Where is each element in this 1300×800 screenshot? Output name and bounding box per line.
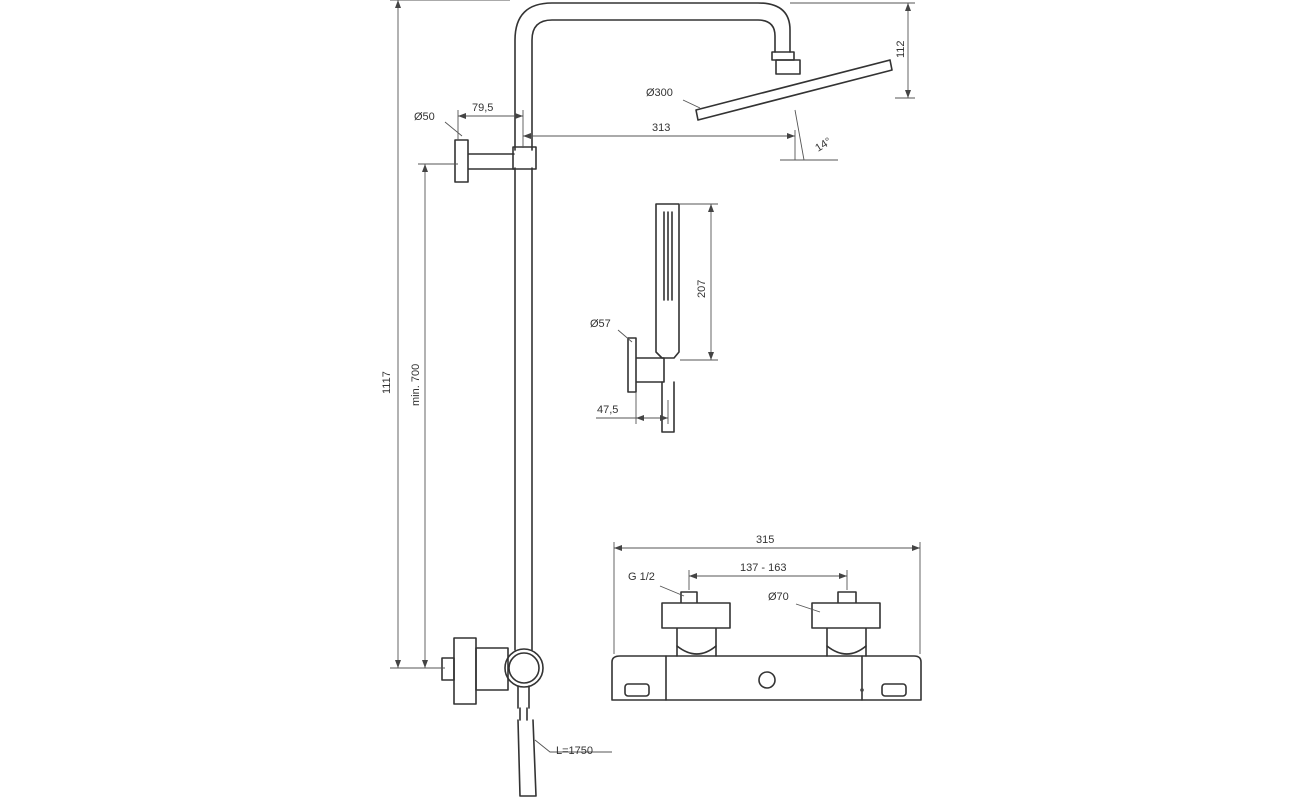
- label-valve-width: 315: [756, 534, 774, 546]
- label-holder-dia: Ø57: [590, 318, 611, 330]
- label-arm-dia: Ø50: [414, 111, 435, 123]
- label-holder-depth: 47,5: [597, 404, 618, 416]
- dimension-labels: Ø50 79,5 313 Ø300 112 14° 1117 min. 700 …: [381, 40, 907, 757]
- upper-wall-bracket: [454, 139, 515, 183]
- upper-clamp: [512, 146, 537, 170]
- right-end-cap: [881, 683, 907, 697]
- hand-holder: [627, 337, 665, 393]
- right-union: [811, 591, 881, 657]
- column-mixer: [441, 637, 544, 705]
- head-swivel: [775, 59, 801, 75]
- shower-column: [441, 2, 893, 797]
- label-inlet-thread: G 1/2: [628, 571, 655, 583]
- label-head-dia: Ø300: [646, 87, 673, 99]
- head-connector: [771, 51, 795, 61]
- lower-riser-tube: [514, 167, 533, 721]
- label-head-drop: 112: [895, 40, 907, 58]
- thermostat-body: [611, 655, 922, 701]
- mixer-knob: [504, 648, 544, 688]
- shower-head-plate: [695, 59, 893, 121]
- dimension-lines: [390, 0, 921, 753]
- hand-hose-stub: [661, 381, 675, 433]
- hand-shower-body: [655, 203, 680, 359]
- label-head-angle: 14°: [813, 136, 833, 155]
- label-min-height: min. 700: [410, 364, 422, 406]
- left-union: [661, 591, 731, 657]
- left-end-cap: [624, 683, 650, 697]
- label-hand-length: 207: [696, 280, 708, 298]
- hose: [517, 719, 537, 797]
- label-arm-reach: 313: [652, 122, 670, 134]
- center-button: [758, 671, 776, 689]
- label-hose-length: L=1750: [556, 745, 593, 757]
- label-total-height: 1117: [381, 371, 393, 394]
- bar-thermostat: [611, 591, 922, 701]
- riser-pipe-outline: [514, 2, 791, 151]
- label-union-dia: Ø70: [768, 591, 789, 603]
- label-inlet-range: 137 - 163: [740, 562, 786, 574]
- label-arm-offset: 79,5: [472, 102, 493, 114]
